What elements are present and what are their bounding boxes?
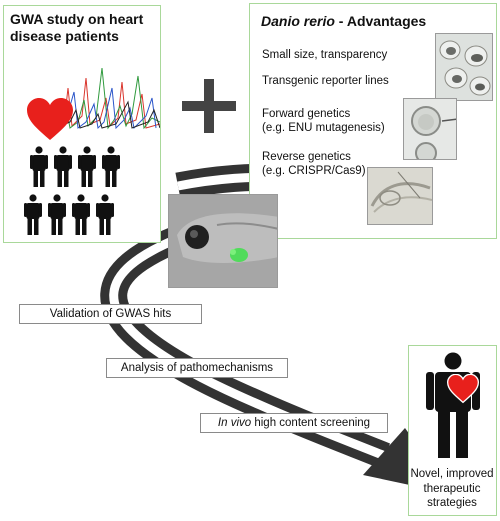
patients-group-icon <box>24 146 120 235</box>
advantage-transgenic-lines: Transgenic reporter lines <box>262 75 389 87</box>
larva-photo <box>367 167 433 225</box>
gwa-study-panel: GWA study on heart disease patients <box>3 5 161 243</box>
outcome-text: Novel, improved therapeutic strategies <box>410 468 494 509</box>
advantage-forward-genetics: Forward genetics (e.g. ENU mutagenesis) <box>262 108 385 134</box>
heart-icon <box>27 98 73 140</box>
embryos-photo <box>435 33 493 101</box>
heart-icon <box>447 374 479 404</box>
injection-photo <box>403 98 457 160</box>
step-validation-gwas: Validation of GWAS hits <box>19 304 202 324</box>
advantage-reverse-genetics: Reverse genetics (e.g. CRISPR/Cas9) <box>262 151 366 177</box>
gwa-title: GWA study on heart disease patients <box>10 11 144 44</box>
therapeutic-outcome-panel: Novel, improved therapeutic strategies <box>408 345 497 516</box>
person-icon <box>426 352 480 458</box>
danio-title: Danio rerio - Advantages <box>261 13 427 29</box>
danio-rerio-panel: Danio rerio - Advantages Small size, tra… <box>249 3 497 239</box>
step-pathomechanisms: Analysis of pathomechanisms <box>106 358 288 378</box>
plus-icon <box>182 79 236 133</box>
step-high-content-screening: In vivo high content screening <box>200 413 388 433</box>
zebrafish-larva-image <box>168 194 278 288</box>
advantage-small-size: Small size, transparency <box>262 49 388 61</box>
